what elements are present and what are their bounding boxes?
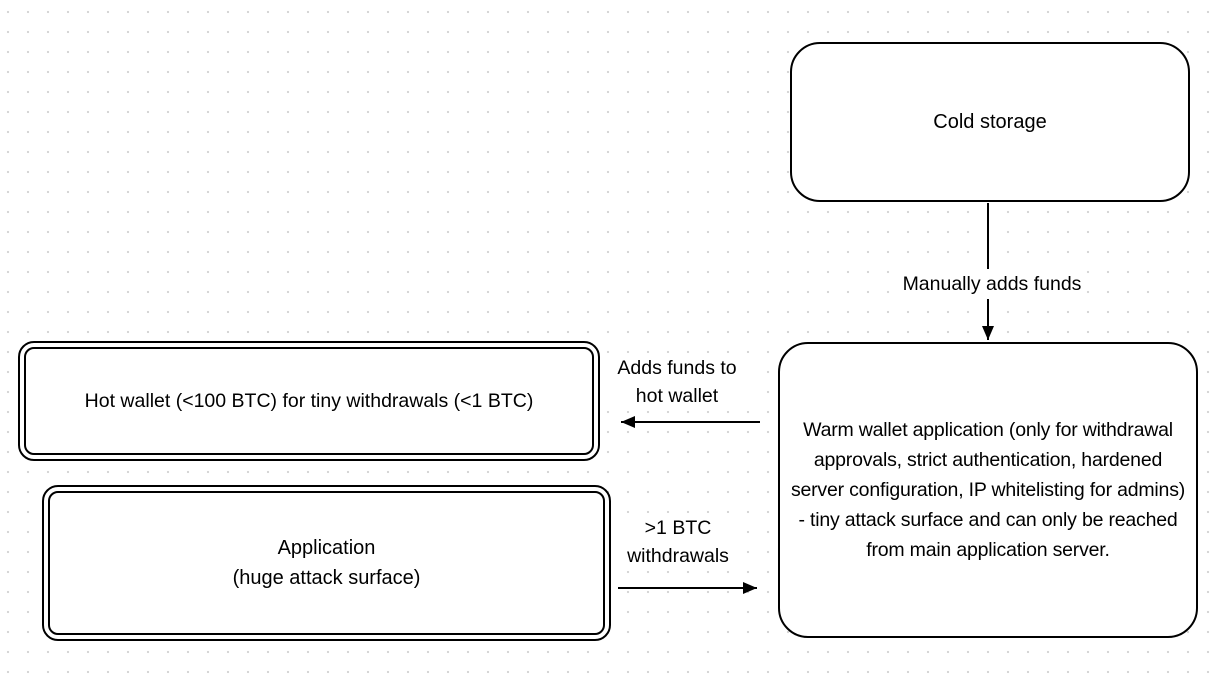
- node-application: Application (huge attack surface): [42, 485, 611, 641]
- hot-wallet-label: Hot wallet (<100 BTC) for tiny withdrawa…: [84, 389, 534, 412]
- cold-storage-label: Cold storage: [933, 110, 1047, 133]
- application-label: Application: [277, 537, 376, 559]
- edge-label-manually-adds-funds: Manually adds funds: [900, 269, 1084, 299]
- edge-label-gt1-btc-withdrawals: >1 BTC withdrawals: [616, 513, 740, 571]
- node-hot-wallet: Hot wallet (<100 BTC) for tiny withdrawa…: [18, 341, 600, 461]
- application-inner-border: Application (huge attack surface): [48, 491, 605, 635]
- edge-label-adds-funds-to-hot-wallet: Adds funds to hot wallet: [601, 353, 753, 411]
- node-warm-wallet: Warm wallet application (only for withdr…: [778, 342, 1198, 638]
- application-sublabel: (huge attack surface): [232, 567, 421, 589]
- warm-wallet-label: Warm wallet application (only for withdr…: [790, 419, 1186, 561]
- hot-wallet-inner-border: Hot wallet (<100 BTC) for tiny withdrawa…: [24, 347, 594, 455]
- node-cold-storage: Cold storage: [790, 42, 1190, 202]
